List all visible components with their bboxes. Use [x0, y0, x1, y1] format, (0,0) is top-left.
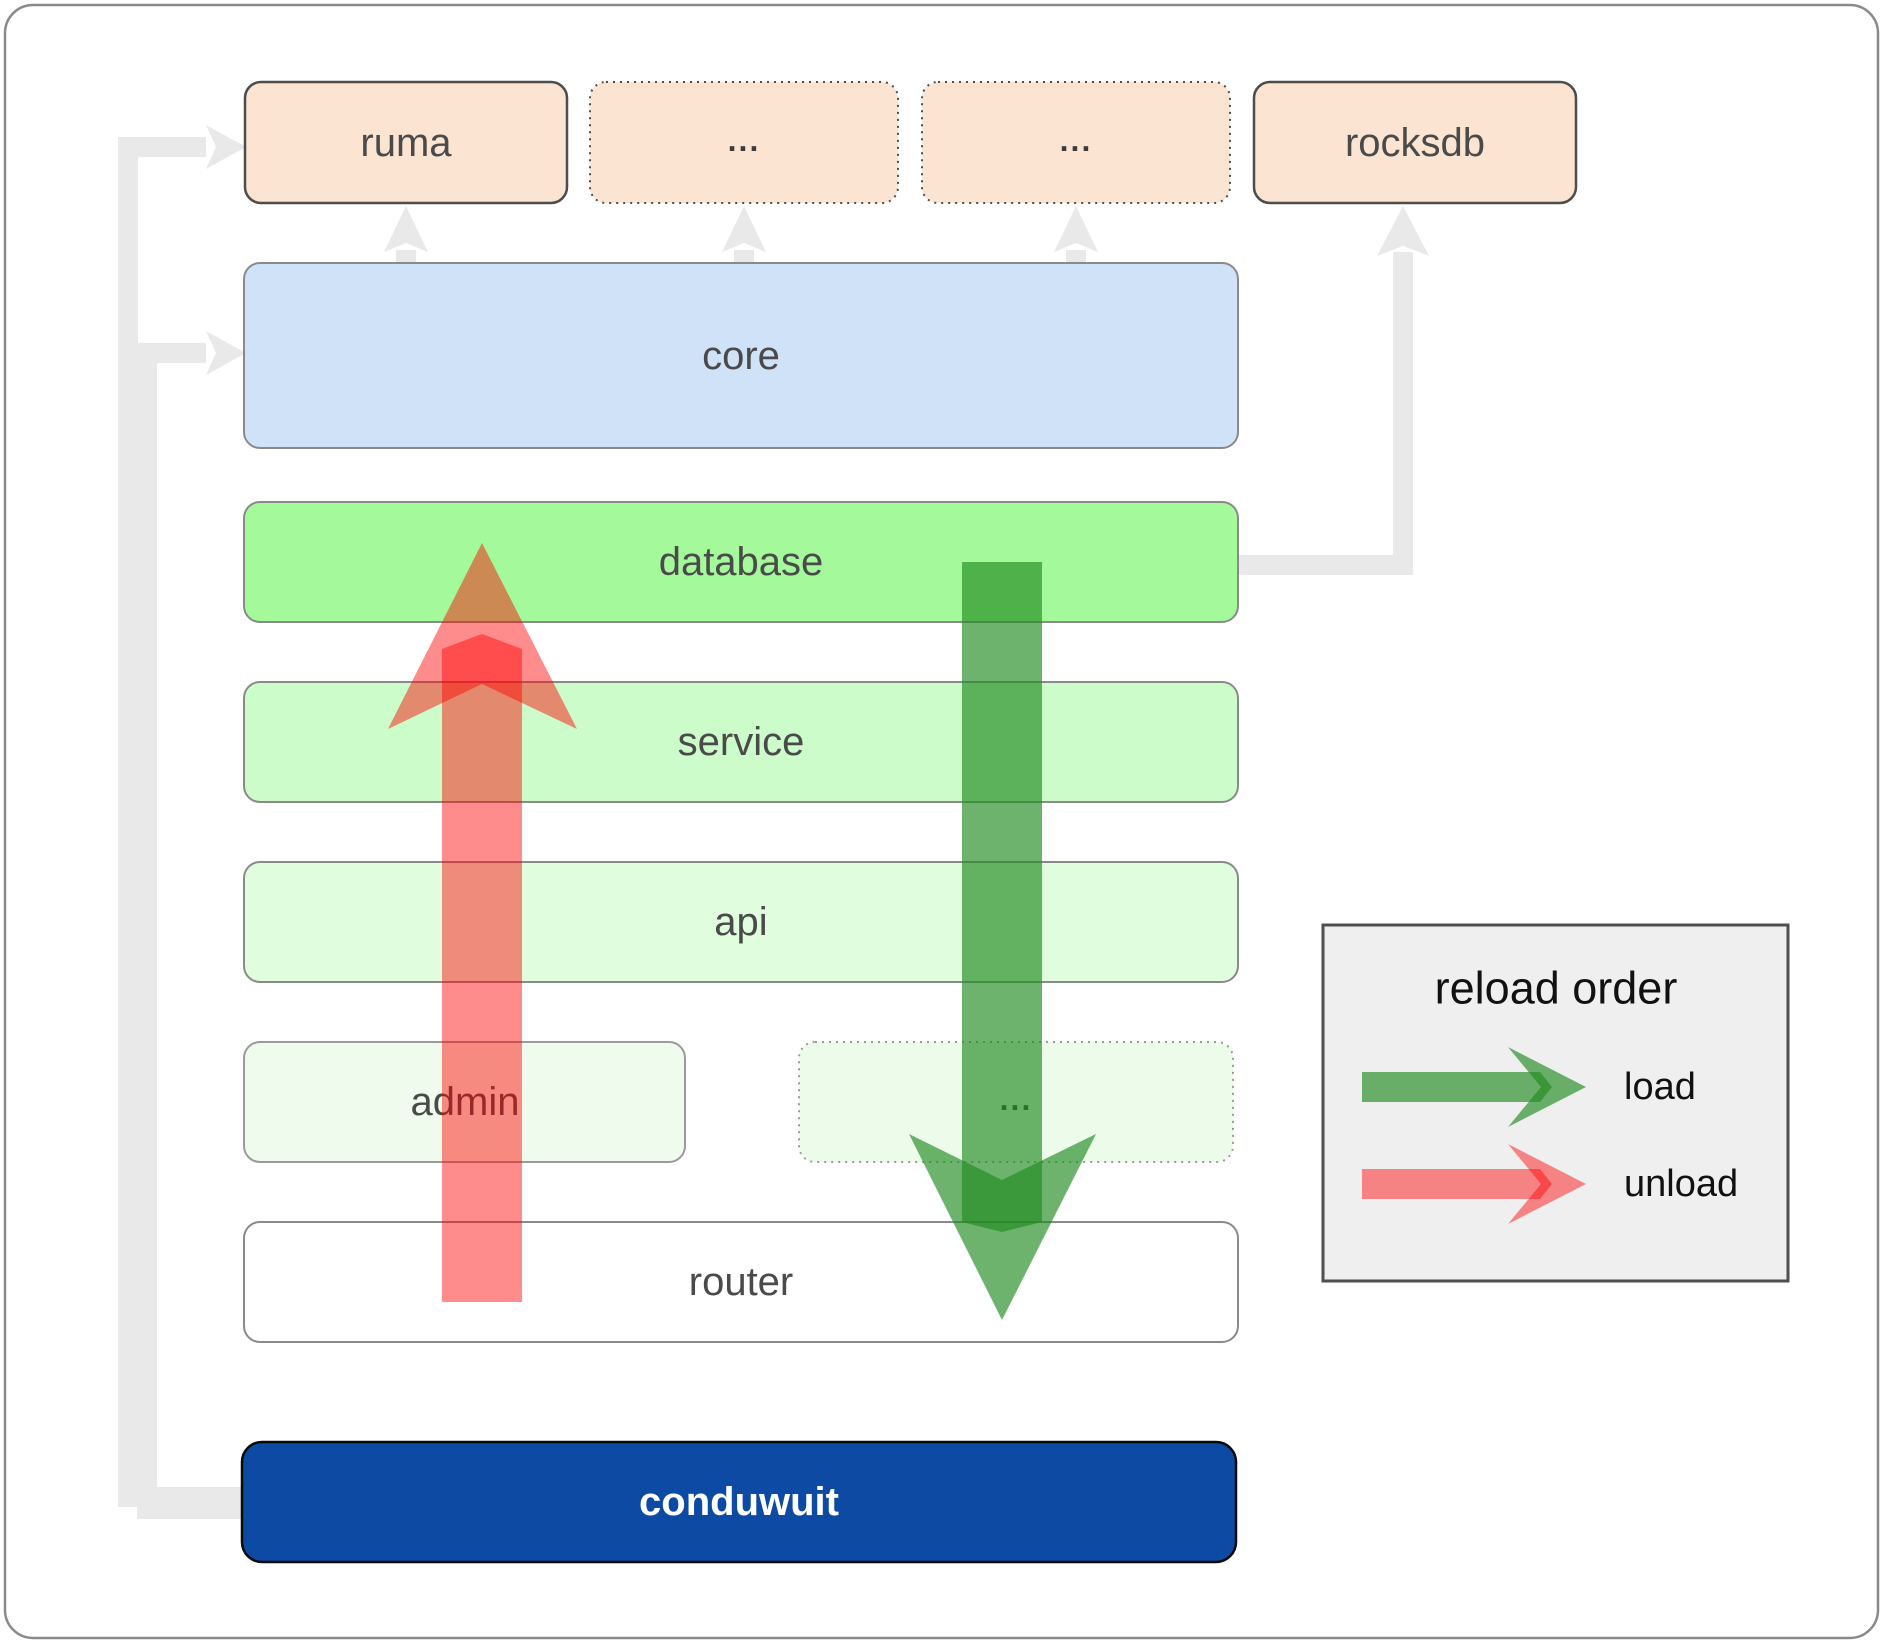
- connector-conduwuit-to-ruma: [118, 137, 242, 1507]
- node-rocksdb-label: rocksdb: [1345, 121, 1485, 165]
- legend-unload-arrow-head-icon: [1508, 1144, 1586, 1224]
- node-rocksdb: [1252, 80, 1578, 205]
- node-ellipsis-1-label: ...: [728, 122, 761, 158]
- arrowhead-core-ruma-icon: [384, 206, 428, 252]
- node-ellipsis-2: [921, 81, 1231, 204]
- load-arrow-shaft: [962, 562, 1042, 1232]
- node-api-label: api: [714, 900, 767, 944]
- node-admin-label: admin: [411, 1080, 520, 1124]
- arrowhead-core-dots2-icon: [1054, 206, 1098, 252]
- arrowhead-to-rocksdb-icon: [1377, 206, 1429, 256]
- node-conduwuit: [240, 1440, 1238, 1564]
- connector-database-to-rocksdb: [1238, 252, 1413, 575]
- legend-load-arrow-head-icon: [1508, 1047, 1586, 1127]
- arrowhead-core-dots1-icon: [722, 206, 766, 252]
- node-core-label: core: [702, 334, 780, 378]
- legend-box: [1321, 923, 1790, 1283]
- node-database-label: database: [659, 540, 824, 584]
- legend-load-label: load: [1624, 1066, 1696, 1108]
- legend-title: reload order: [1435, 963, 1678, 1014]
- legend-unload-arrow-shaft: [1362, 1169, 1552, 1199]
- connector-group: [118, 125, 1429, 1519]
- top-module-row: ruma ... ... rocksdb: [243, 80, 1578, 205]
- node-ellipsis-1: [589, 81, 899, 204]
- node-ruma: [243, 80, 569, 205]
- legend-load-arrow-shaft: [1362, 1072, 1552, 1102]
- reload-arrows: [388, 543, 1096, 1320]
- unload-arrow-head-icon: [388, 543, 577, 729]
- node-conduwuit-label: conduwuit: [639, 1480, 839, 1524]
- legend-unload-label: unload: [1624, 1163, 1738, 1205]
- node-ellipsis-2-label: ...: [1060, 122, 1093, 158]
- arrowhead-to-ruma-icon: [206, 125, 246, 169]
- node-ruma-label: ruma: [360, 121, 452, 165]
- node-service-label: service: [678, 720, 805, 764]
- node-admin: [243, 1041, 686, 1163]
- unload-arrow-shaft: [442, 634, 522, 1302]
- diagram-frame: [3, 3, 1880, 1640]
- node-core: [243, 262, 1239, 449]
- legend: reload order load unload: [1321, 923, 1790, 1283]
- node-router-label: router: [689, 1260, 794, 1304]
- load-arrow-head-icon: [909, 1134, 1096, 1320]
- connector-conduwuit-to-core: [137, 343, 242, 1519]
- arrowhead-to-core-icon: [206, 331, 246, 375]
